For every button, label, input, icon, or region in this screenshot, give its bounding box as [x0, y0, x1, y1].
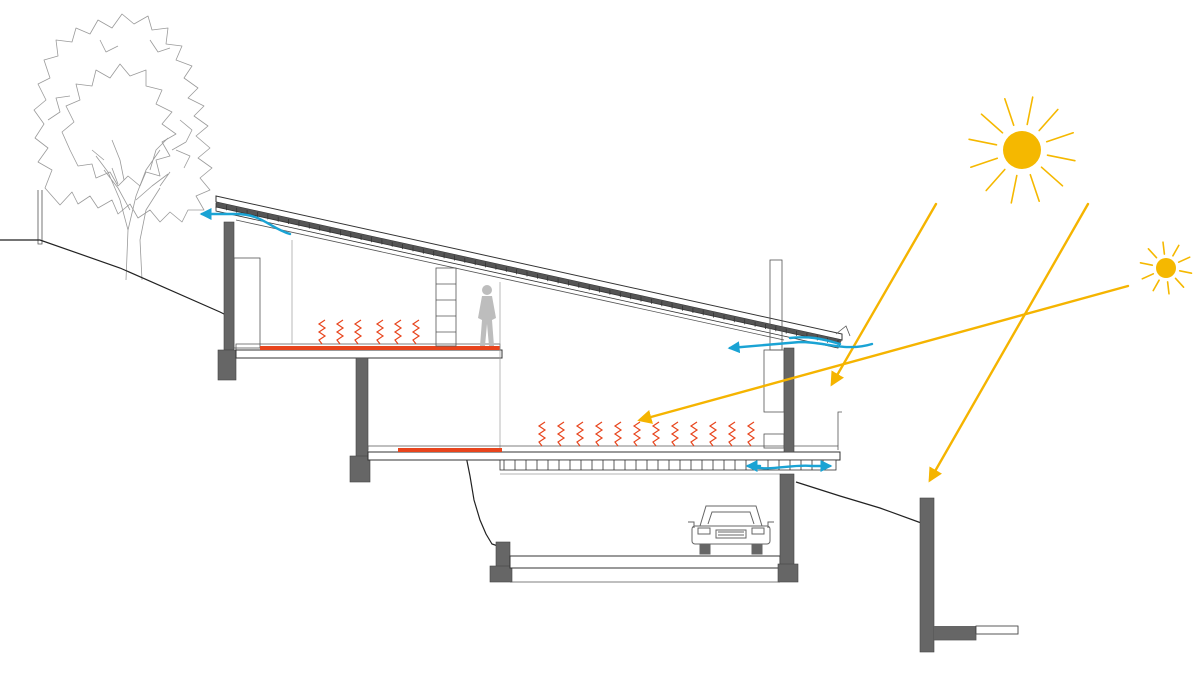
heat-wave: [556, 421, 566, 447]
tree-icon: [33, 13, 213, 281]
sunlight-arrow: [637, 284, 1130, 424]
sun-ray: [1046, 154, 1076, 162]
sun-ray: [1038, 108, 1059, 132]
sunlight-arrow: [928, 202, 1090, 483]
heat-wave: [613, 421, 623, 447]
sunlight-arrow: [830, 202, 938, 387]
sun-ray: [1162, 241, 1166, 255]
sun-ray: [1152, 279, 1160, 292]
car-icon: [688, 505, 774, 555]
garage: [489, 473, 799, 583]
upper-level: [217, 221, 503, 448]
fence-post: [37, 190, 43, 245]
sun-ray: [1177, 256, 1191, 264]
heat-wave: [594, 421, 604, 447]
heat-wave: [670, 421, 680, 447]
sun-icon: [968, 96, 1076, 204]
heat-wave: [727, 421, 737, 447]
heat-wave: [632, 421, 642, 447]
heat-wave: [746, 421, 756, 447]
sun-ray: [1178, 269, 1193, 275]
heat-wave: [689, 421, 699, 447]
sun-ray: [968, 138, 998, 146]
sun-ray: [980, 113, 1004, 134]
air-flow-roof-right: [727, 340, 874, 354]
ground-line-right: [795, 481, 925, 525]
sun-ray: [1139, 261, 1154, 267]
sun-ray: [1147, 248, 1158, 259]
person-icon: [478, 285, 496, 346]
sun-ray: [1010, 174, 1018, 204]
sun-ray: [969, 157, 999, 168]
heat-wave: [411, 319, 421, 345]
sun-ray: [1174, 277, 1185, 289]
heat-waves-lower: [537, 421, 756, 447]
air-flow-arrows: [199, 208, 874, 472]
sun-ray: [1141, 272, 1155, 280]
sunlight-arrows: [637, 202, 1130, 483]
sloped-roof: [215, 195, 851, 349]
ground-line-upper: [0, 239, 233, 319]
heat-wave: [375, 319, 385, 345]
heat-wave: [393, 319, 403, 345]
retaining-wall: [919, 497, 1019, 653]
sun-ray: [1172, 244, 1180, 257]
sun-ray: [1045, 132, 1074, 143]
heat-wave: [317, 319, 327, 345]
heat-waves-upper: [317, 319, 421, 345]
heated-floor-upper: [260, 346, 500, 350]
heated-floor-lower: [398, 448, 502, 452]
sun-ray: [1029, 173, 1040, 202]
air-flow-roof-left: [199, 208, 292, 236]
sun-ray: [985, 168, 1006, 192]
heat-wave: [708, 421, 718, 447]
heat-wave: [651, 421, 661, 447]
heat-wave: [575, 421, 585, 447]
heat-wave: [353, 319, 363, 345]
heat-wave: [537, 421, 547, 447]
sun-icon: [1139, 241, 1193, 295]
sun-ray: [1166, 281, 1170, 295]
sun-ray: [1040, 166, 1064, 187]
heat-wave: [335, 319, 345, 345]
ground-line-excavation: [465, 455, 499, 547]
sun-ray: [1026, 96, 1034, 126]
sun-ray: [1003, 98, 1015, 127]
